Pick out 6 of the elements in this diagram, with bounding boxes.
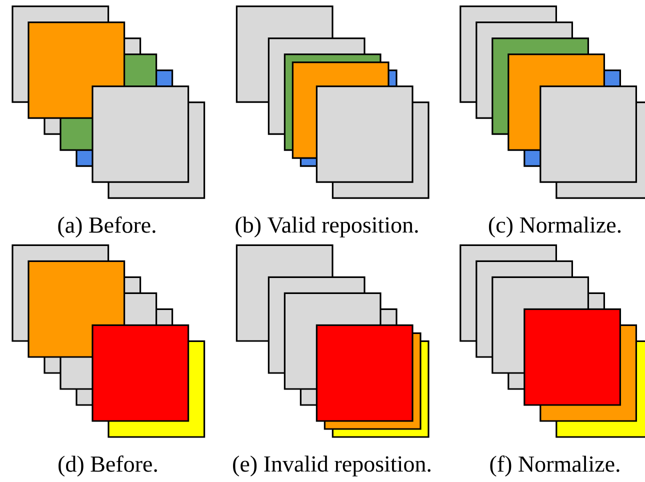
caption: (e) Invalid reposition.: [233, 456, 430, 476]
caption: (f) Normalize.: [490, 455, 620, 477]
caption: (d) Before.: [58, 455, 157, 477]
caption: (a) Before.: [58, 216, 156, 238]
caption: (c) Normalize.: [488, 216, 621, 238]
caption: (b) Valid reposition.: [236, 216, 418, 238]
